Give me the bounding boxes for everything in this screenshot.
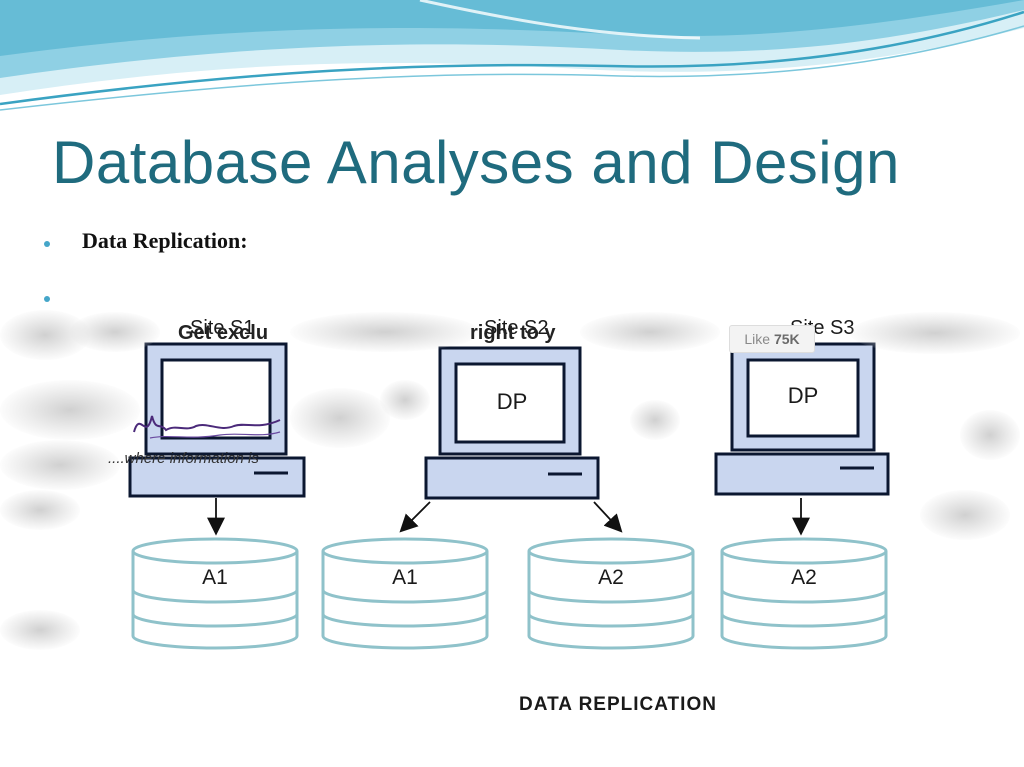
overlay-text-fragment: Get exclu	[178, 322, 269, 344]
noise-blob	[580, 312, 720, 352]
database-icon	[720, 537, 888, 650]
handwriting-scribble	[133, 415, 281, 439]
database-label: A2	[598, 566, 624, 589]
site-s1-label: Site S1	[190, 317, 254, 339]
noise-blob	[0, 380, 140, 440]
noise-blob	[290, 388, 390, 448]
bullet-dot-empty	[44, 296, 50, 302]
database-label: A1	[392, 566, 418, 589]
bullet-text: Data Replication:	[82, 228, 248, 253]
noise-blob	[0, 490, 80, 530]
site-s2-screen-label: DP	[497, 389, 528, 414]
arrow-icon	[593, 501, 623, 533]
noise-blob	[920, 490, 1010, 540]
slide-title: Database Analyses and Design	[52, 129, 900, 196]
diagram-caption: DATA REPLICATION	[519, 694, 717, 715]
database-icon	[321, 537, 489, 650]
noise-blob	[0, 610, 80, 650]
arrow-icon	[399, 501, 431, 533]
like-count: 75K	[773, 331, 800, 347]
bullet-dot	[44, 241, 50, 247]
site-s3-screen-label: DP	[788, 383, 819, 408]
noise-blob	[630, 400, 680, 440]
noise-blob	[290, 312, 480, 352]
like-badge[interactable]: Like 75K	[729, 325, 815, 353]
noise-blob	[0, 440, 120, 490]
database-icon	[527, 537, 695, 650]
computer-icon-s2	[424, 346, 600, 500]
data-replication-diagram: DP DP Site S1 Site S2 Site S3	[128, 317, 890, 715]
noise-blob	[960, 410, 1020, 460]
overlay-caption-fragment: ....where information is	[108, 450, 259, 467]
noise-blob	[70, 312, 160, 352]
noise-blob	[380, 380, 430, 420]
noise-blob	[850, 312, 1020, 354]
database-label: A1	[202, 566, 228, 589]
like-label: Like	[744, 331, 771, 347]
computer-icon-s3	[714, 342, 890, 496]
overlay-text-fragment: right to y	[470, 322, 556, 344]
database-icon	[131, 537, 299, 650]
header-wave	[0, 0, 1024, 111]
computer-icon-s1	[128, 342, 306, 498]
database-label: A2	[791, 566, 817, 589]
site-s2-label: Site S2	[484, 317, 548, 339]
